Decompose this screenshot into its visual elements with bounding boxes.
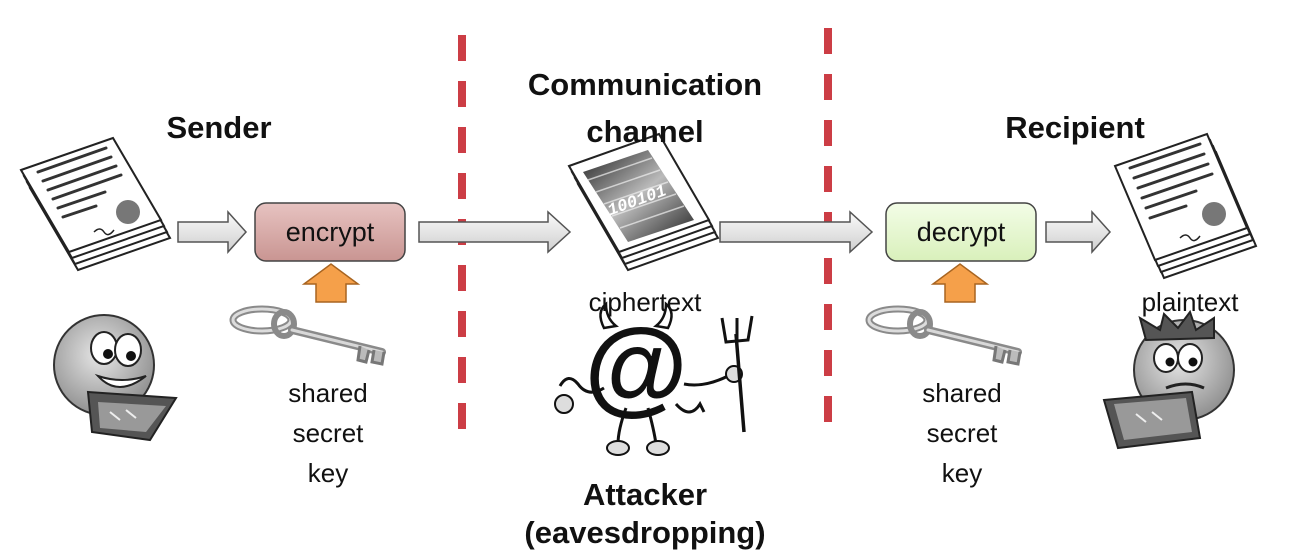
- person-icon: [53, 314, 178, 442]
- sender-key-label-line2: secret: [292, 418, 364, 448]
- sender-key-label-line3: key: [307, 458, 349, 488]
- ciphertext-label: ciphertext: [588, 287, 702, 317]
- ciphertext-document-icon: [567, 132, 720, 272]
- plaintext-label: plaintext: [1141, 287, 1239, 317]
- recipient-key-label-line3: key: [941, 458, 983, 488]
- sender-key-label-line1: shared: [288, 378, 368, 408]
- recipient-key-label-line1: shared: [922, 378, 1002, 408]
- arrow-icon: [1045, 210, 1112, 254]
- encrypt-label: encrypt: [285, 217, 375, 247]
- document-icon: [19, 136, 172, 272]
- attacker-at-glyph: @: [584, 307, 687, 425]
- arrow-icon: [177, 210, 248, 254]
- decrypt-box: [885, 202, 1037, 262]
- encrypt-box: [254, 202, 406, 262]
- heading-attacker-line1: Attacker: [582, 477, 708, 512]
- key-arrow-icon: [301, 263, 361, 303]
- recipient-key-label-line2: secret: [926, 418, 998, 448]
- heading-attacker-line2: (eavesdropping): [524, 515, 766, 550]
- key-arrow-icon: [930, 263, 990, 303]
- decrypt-label: decrypt: [916, 217, 1006, 247]
- arrow-icon: [418, 210, 572, 254]
- devil-icon: [554, 301, 754, 456]
- document-icon: [1113, 132, 1258, 280]
- heading-sender: Sender: [166, 110, 272, 145]
- key-icon: [229, 305, 386, 366]
- heading-channel-line1: Communication: [527, 67, 763, 102]
- person-icon: [1102, 309, 1235, 450]
- heading-channel-line2: channel: [586, 114, 704, 149]
- key-icon: [865, 305, 1022, 366]
- heading-recipient: Recipient: [1005, 110, 1145, 145]
- arrow-icon: [719, 210, 874, 254]
